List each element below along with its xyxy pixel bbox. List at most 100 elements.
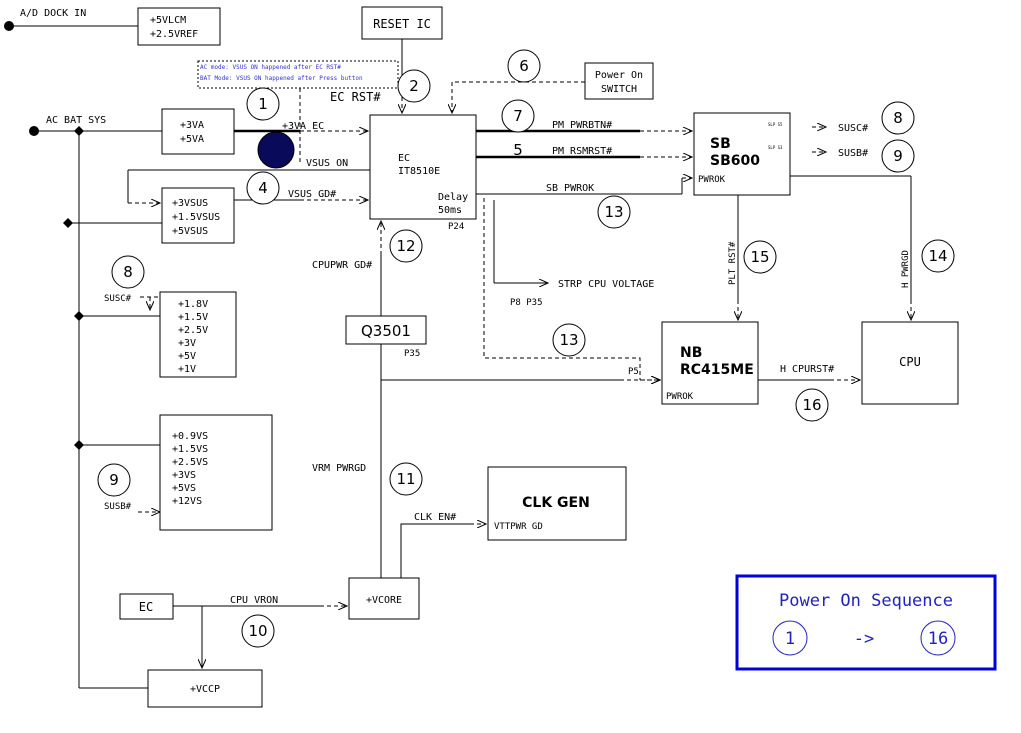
p8-p35-label: P8 P35	[510, 298, 543, 308]
ac-bat-sys-label: AC BAT SYS	[46, 115, 106, 126]
pm-pwrbtn-label: PM PWRBTN#	[552, 120, 612, 131]
svg-text:8: 8	[123, 263, 133, 281]
p5-label: P5	[628, 367, 639, 377]
ad-dock-in-label: A/D DOCK IN	[20, 8, 86, 19]
h-cpurst-label: H CPURST#	[780, 364, 834, 375]
status-dot	[257, 131, 295, 169]
vttpwr-gd-label: VTTPWR GD	[494, 522, 543, 532]
v1-label: +1V	[178, 364, 196, 375]
vs-rail-box	[159, 414, 273, 531]
va5-label: +5VA	[180, 134, 204, 145]
vsus15-label: +1.5VSUS	[172, 212, 220, 223]
cpu-label: CPU	[899, 355, 921, 369]
step-14	[921, 239, 955, 273]
vlcm-label: +5VLCM	[150, 15, 186, 26]
svg-text:14: 14	[928, 247, 947, 265]
step-11	[389, 462, 423, 496]
sb-chip-label: SB600	[710, 153, 760, 169]
svg-text:10: 10	[248, 622, 267, 640]
plt-rst-label: PLT RST#	[728, 241, 738, 285]
delay-value: 50ms	[438, 205, 462, 216]
slp-s3-pin: SLP S3	[768, 145, 783, 150]
q3501-box	[345, 315, 427, 345]
va-ec-label: +3VA EC	[282, 121, 324, 132]
sb-pwrok-pin: PWROK	[698, 175, 726, 185]
cpu-box	[861, 321, 959, 405]
svg-text:1: 1	[785, 629, 795, 649]
clk-gen-label: CLK GEN	[522, 495, 590, 511]
step-1	[246, 87, 280, 121]
switch-label: SWITCH	[601, 84, 637, 95]
step-7	[501, 99, 535, 133]
legend-title: Power On Sequence	[779, 591, 953, 611]
step-9	[881, 139, 915, 173]
svg-text:2: 2	[409, 77, 419, 95]
step-10	[241, 614, 275, 648]
susb-left-label: SUSB#	[104, 502, 132, 512]
vccp-label: +VCCP	[190, 684, 220, 695]
ec-small-box	[119, 593, 174, 620]
vs3-label: +3VS	[172, 470, 196, 481]
legend-box	[735, 574, 997, 671]
cpupwr-gd-label: CPUPWR GD#	[312, 260, 372, 271]
vsus-gd-label: VSUS GD#	[288, 189, 336, 200]
susc-left-label: SUSC#	[104, 294, 132, 304]
step-5: 5	[513, 141, 523, 159]
vsus3-label: +3VSUS	[172, 198, 208, 209]
step-13-a	[597, 195, 631, 229]
vs09-label: +0.9VS	[172, 431, 208, 442]
nb-chip-label: RC415ME	[680, 362, 754, 378]
note-ac: AC mode: VSUS ON happened after EC RST#	[200, 64, 341, 71]
svg-text:16: 16	[928, 629, 948, 649]
svg-text:1: 1	[258, 95, 268, 113]
svg-text:11: 11	[396, 470, 415, 488]
sb-label: SB	[710, 136, 731, 152]
vsus5-label: +5VSUS	[172, 226, 208, 237]
svg-text:7: 7	[513, 107, 523, 125]
clk-gen-box	[487, 466, 627, 541]
p35-label: P35	[404, 349, 420, 359]
power-on-switch-box	[584, 62, 654, 100]
sus-rail-box	[159, 291, 237, 378]
svg-text:15: 15	[750, 248, 769, 266]
ec-rst-label: EC RST#	[330, 90, 381, 104]
q3501-label: Q3501	[361, 322, 411, 340]
v25-label: +2.5V	[178, 325, 208, 336]
vs12-label: +12VS	[172, 496, 202, 507]
legend-step-from	[772, 620, 808, 656]
ec-small-label: EC	[139, 600, 153, 614]
nb-box	[661, 321, 759, 405]
slp-s5-pin: SLP S5	[768, 122, 783, 127]
va-box	[161, 108, 235, 155]
step-4	[246, 171, 280, 205]
note-box	[197, 60, 399, 89]
svg-text:8: 8	[893, 109, 903, 127]
step-8	[881, 101, 915, 135]
vsus-box	[161, 187, 235, 244]
svg-text:16: 16	[802, 396, 821, 414]
vlcm-box	[137, 7, 221, 46]
delay-label: Delay	[438, 192, 468, 203]
v18-label: +1.8V	[178, 299, 208, 310]
step-12	[389, 229, 423, 263]
note-bat: BAT Mode: VSUS ON happened after Press b…	[200, 75, 363, 82]
ec-chip-label: IT8510E	[398, 166, 440, 177]
step-8-b	[111, 255, 145, 289]
vref-label: +2.5VREF	[150, 29, 198, 40]
power-on-label: Power On	[595, 70, 643, 81]
svg-text:13: 13	[604, 203, 623, 221]
ec-box	[369, 114, 477, 220]
vrm-pwrgd-label: VRM PWRGD	[312, 463, 366, 474]
vs25-label: +2.5VS	[172, 457, 208, 468]
vccp-box	[147, 669, 263, 708]
reset-ic-label: RESET IC	[373, 17, 431, 31]
svg-text:9: 9	[893, 147, 903, 165]
vsus-on-label: VSUS ON	[306, 158, 348, 169]
strp-cpu-voltage-label: STRP CPU VOLTAGE	[558, 279, 654, 290]
v15-label: +1.5V	[178, 312, 208, 323]
vs15-label: +1.5VS	[172, 444, 208, 455]
step-9-b	[97, 463, 131, 497]
ec-label: EC	[398, 153, 410, 164]
va3-label: +3VA	[180, 120, 204, 131]
svg-text:4: 4	[258, 179, 268, 197]
